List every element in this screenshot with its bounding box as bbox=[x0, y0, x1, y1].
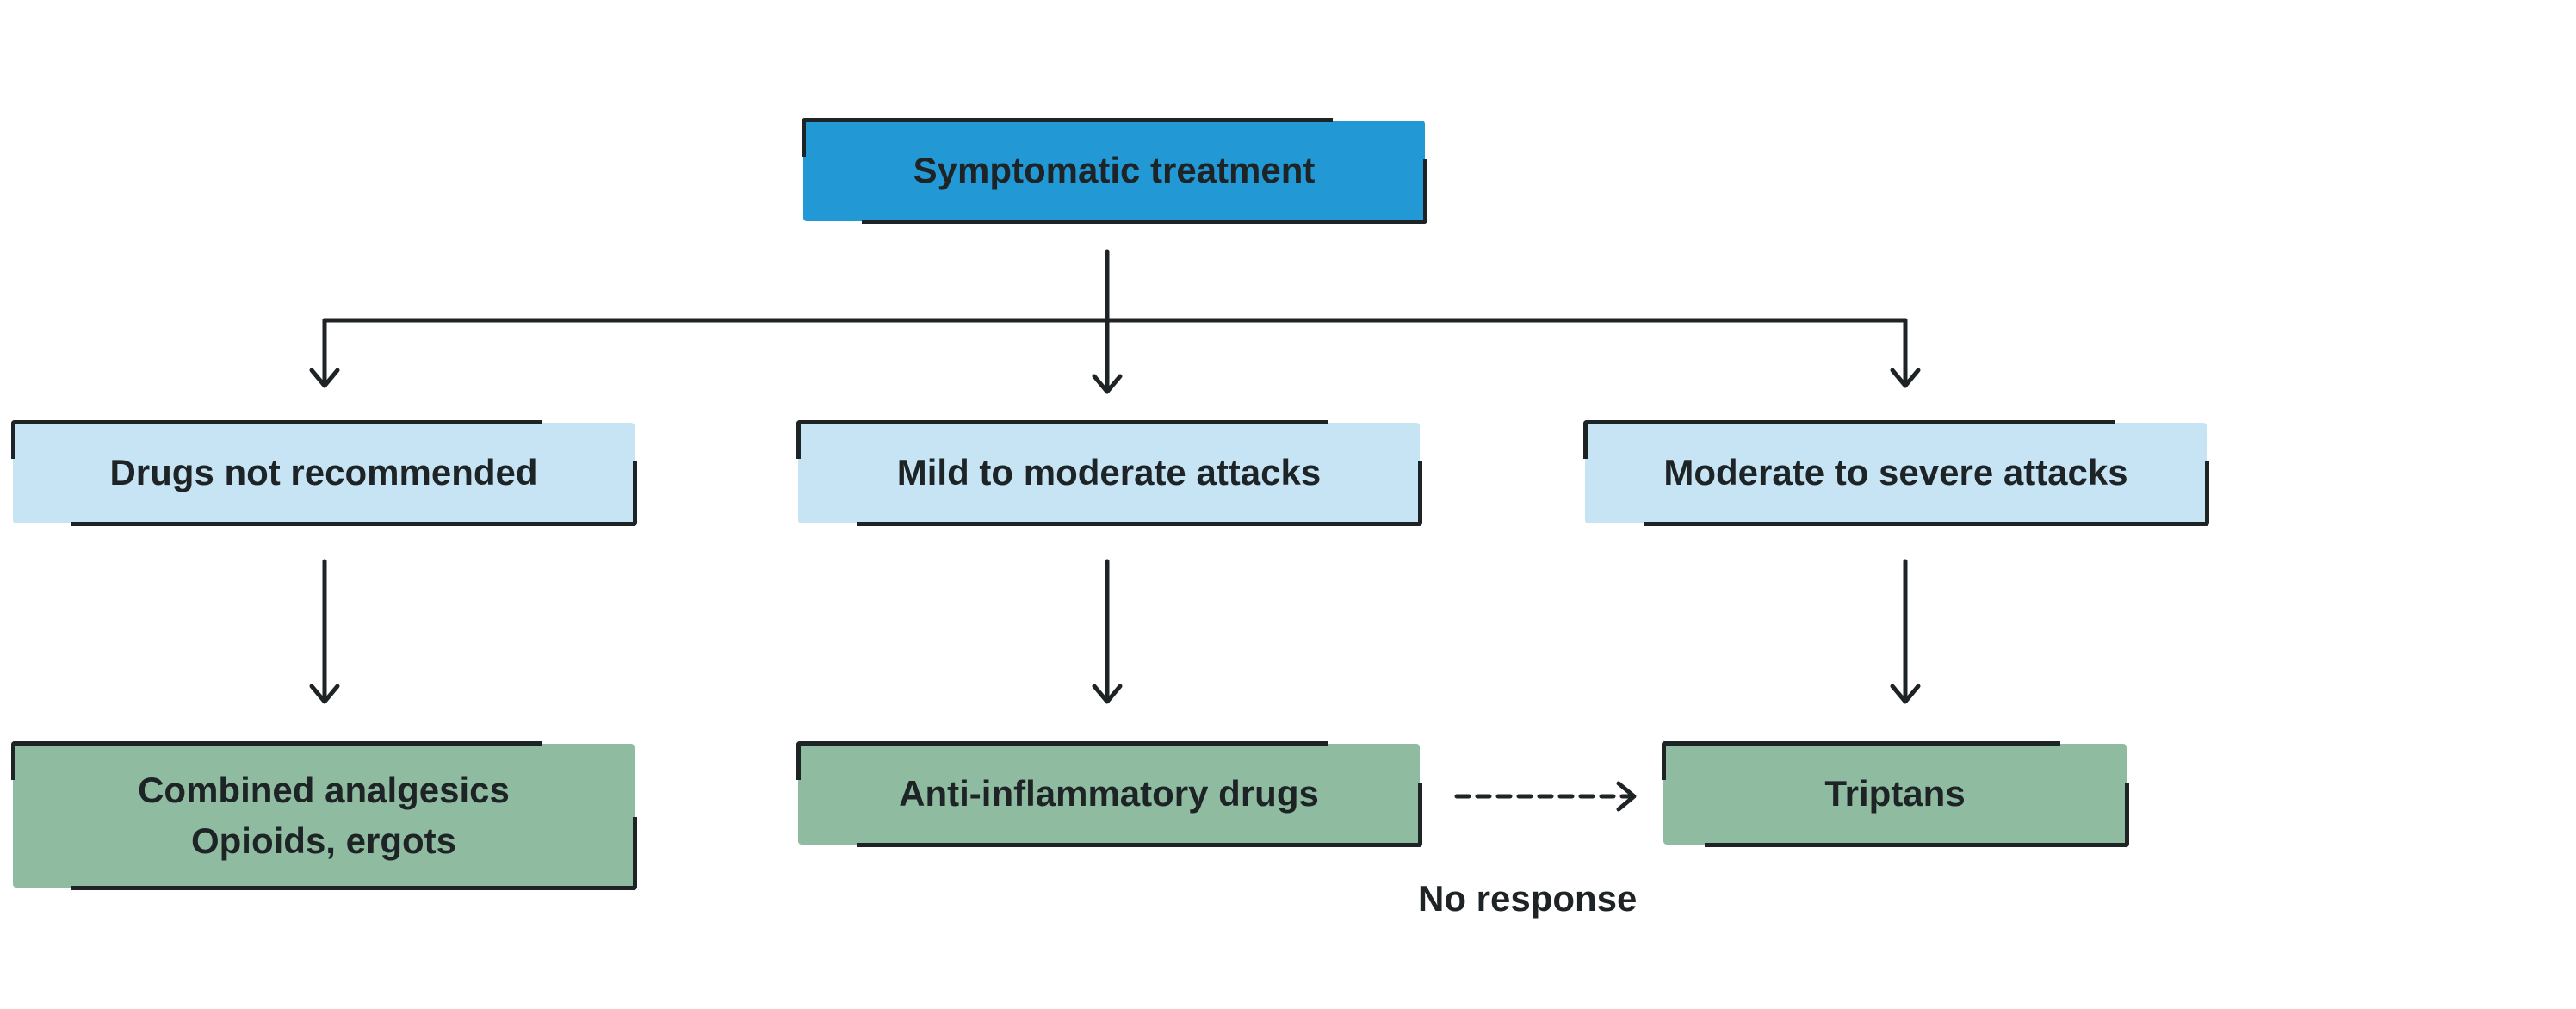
arrow-left-down bbox=[309, 559, 340, 704]
treatment-node-label: Triptans bbox=[1824, 773, 1966, 814]
treatment-node-combined-analgesics: Combined analgesics Opioids, ergots bbox=[11, 741, 637, 890]
treatment-node-anti-inflammatory: Anti-inflammatory drugs bbox=[796, 741, 1422, 847]
no-response-label: No response bbox=[1418, 878, 1638, 919]
arrowhead-left bbox=[309, 368, 340, 388]
arrowhead-center bbox=[1092, 374, 1123, 394]
treatment-node-label: Anti-inflammatory drugs bbox=[899, 773, 1319, 814]
arrowhead-right bbox=[1890, 368, 1921, 388]
no-response-arrow bbox=[1454, 781, 1637, 812]
arrow-center-down bbox=[1092, 559, 1123, 704]
category-node-label: Moderate to severe attacks bbox=[1663, 452, 2128, 493]
category-node-moderate-to-severe: Moderate to severe attacks bbox=[1583, 420, 2209, 526]
treatment-node-label: Combined analgesics Opioids, ergots bbox=[138, 769, 510, 861]
arrow-right-down bbox=[1890, 559, 1921, 704]
root-node-label: Symptomatic treatment bbox=[913, 150, 1316, 191]
treatment-node-triptans: Triptans bbox=[1662, 741, 2129, 847]
category-node-label: Drugs not recommended bbox=[109, 452, 538, 493]
category-node-label: Mild to moderate attacks bbox=[896, 452, 1322, 493]
root-node: Symptomatic treatment bbox=[802, 118, 1427, 224]
category-node-drugs-not-recommended: Drugs not recommended bbox=[11, 420, 637, 526]
category-node-mild-to-moderate: Mild to moderate attacks bbox=[796, 420, 1422, 526]
